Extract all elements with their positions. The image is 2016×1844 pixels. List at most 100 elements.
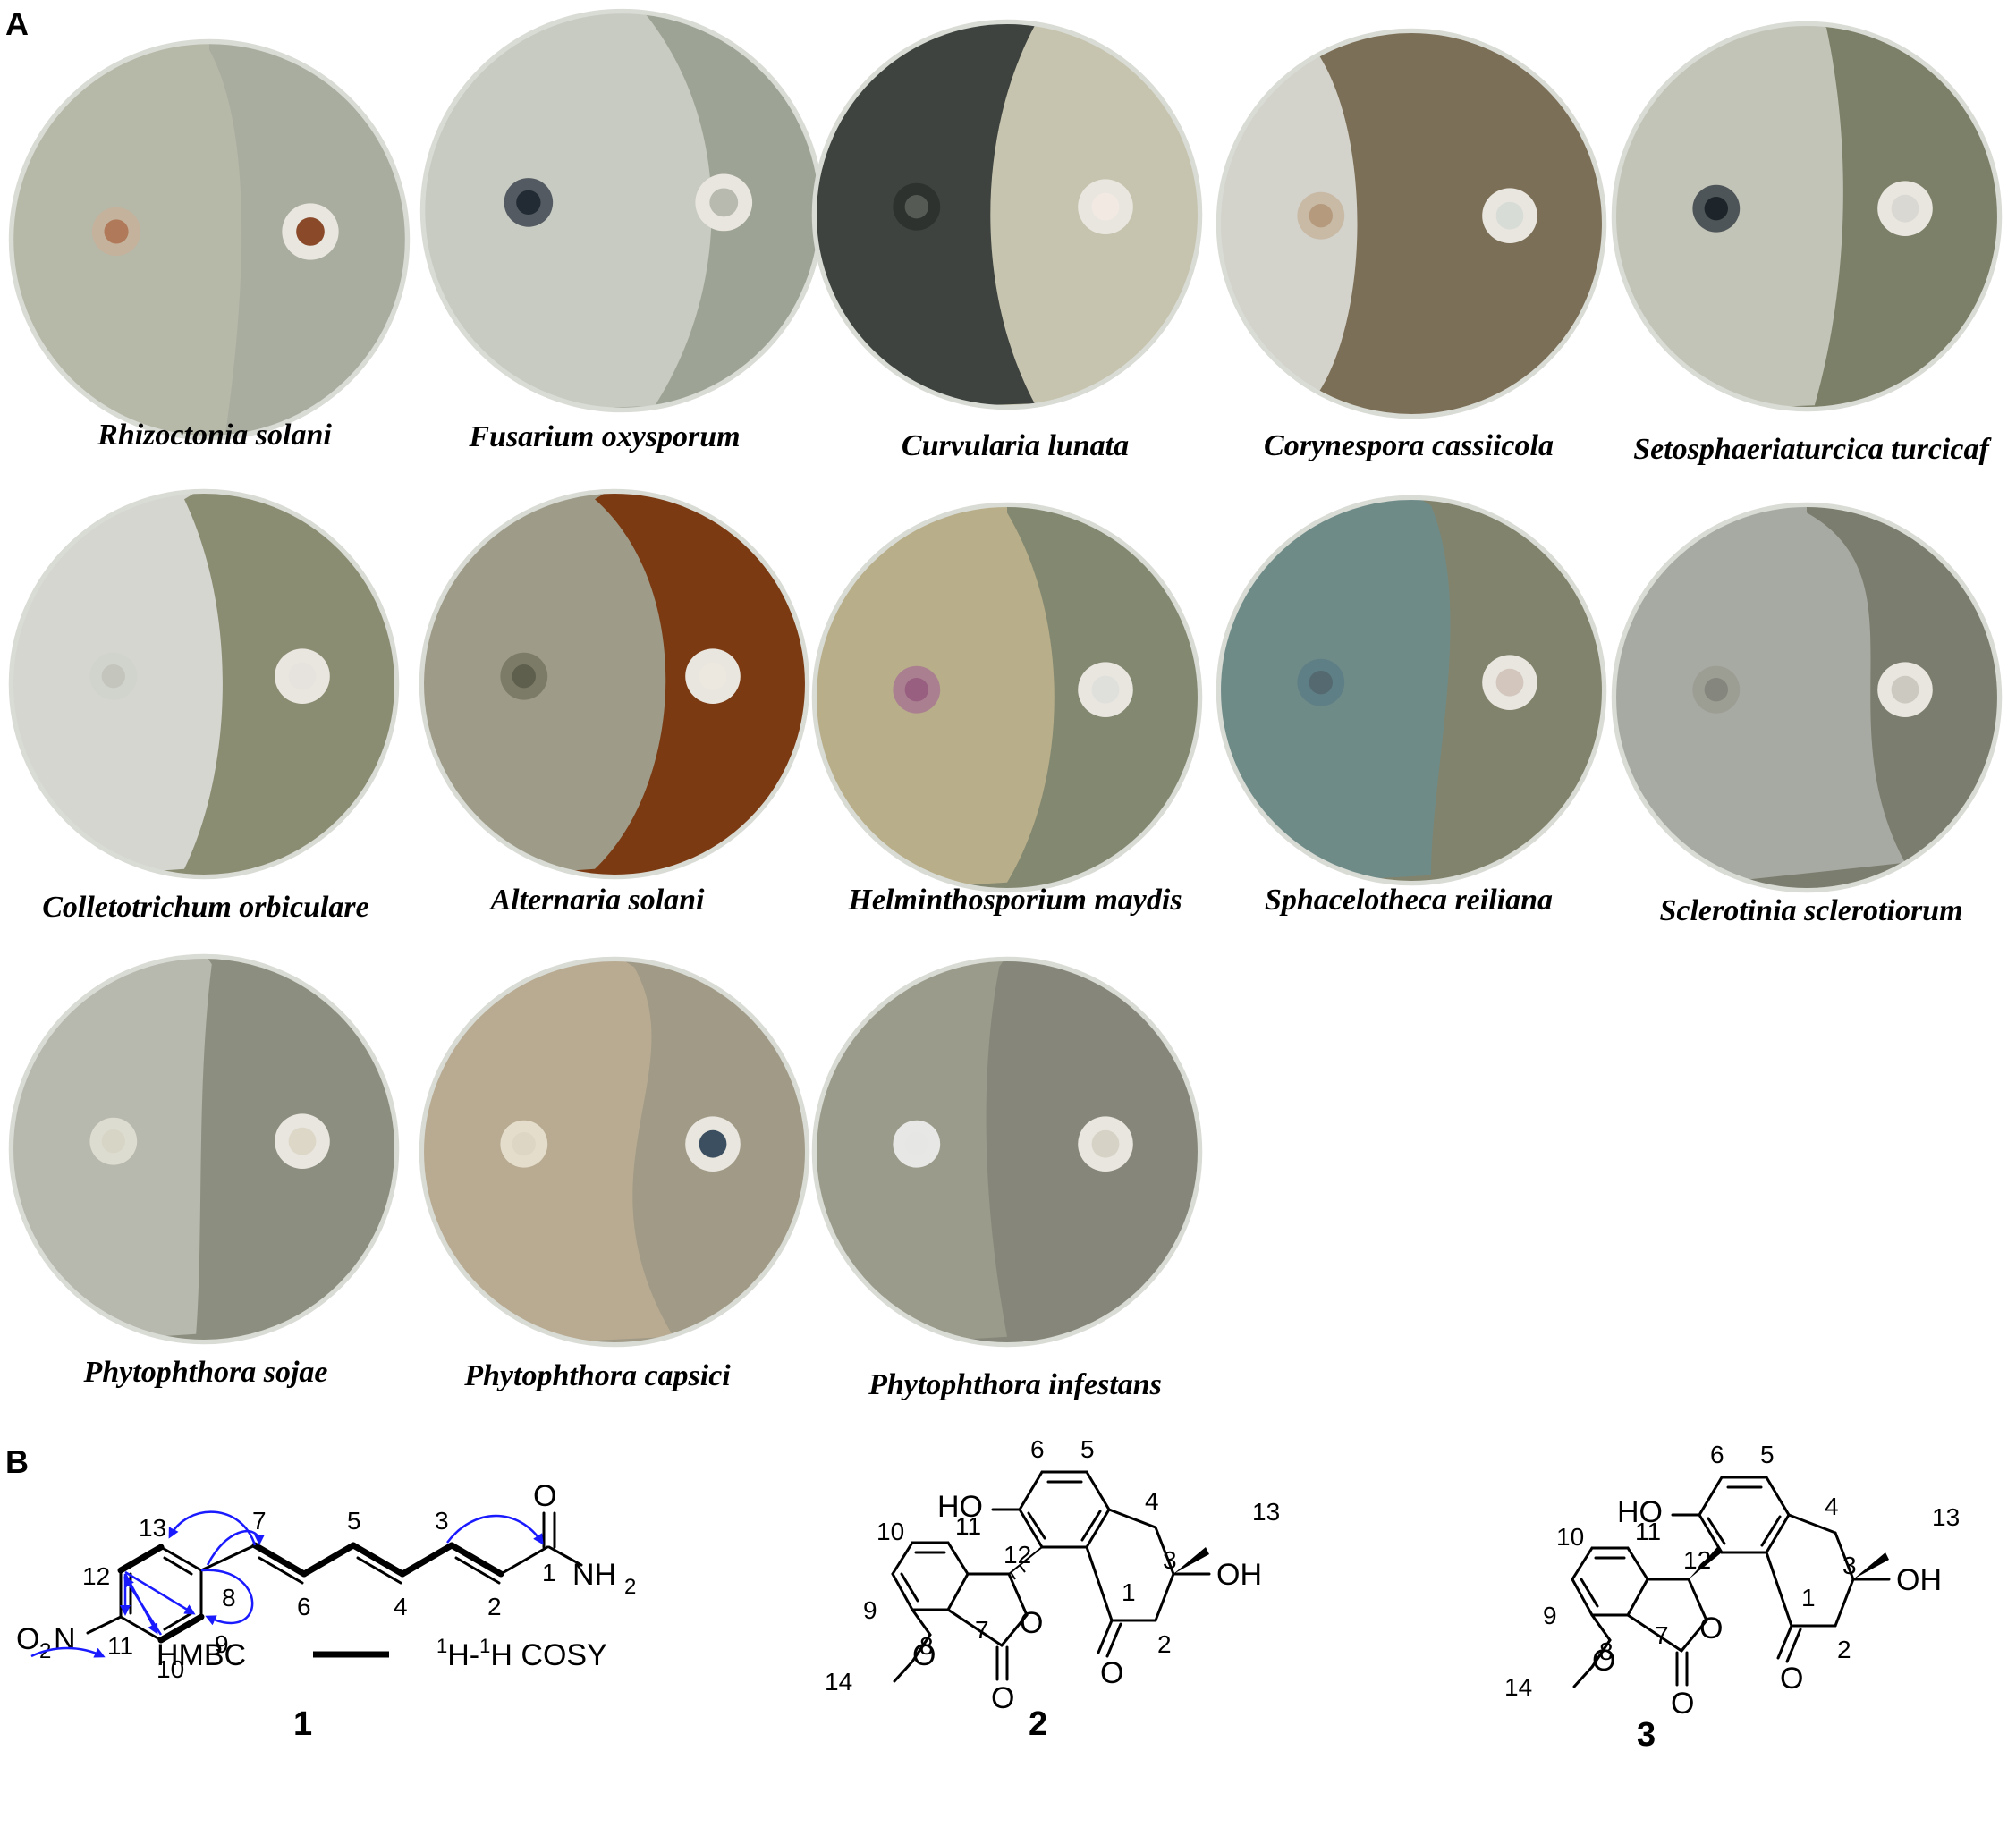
c3-label-5: 5: [1760, 1441, 1775, 1468]
c2-ring-oxygen: O: [1020, 1606, 1043, 1640]
plate-fusarium-oxysporum: [419, 7, 826, 414]
c3-label-12: 12: [1683, 1546, 1711, 1574]
c2-label-8: 8: [919, 1632, 934, 1660]
c3-label-3: 3: [1842, 1552, 1857, 1579]
c3-label-11: 11: [1635, 1518, 1661, 1545]
petri-dish-graphic: [1611, 502, 2003, 893]
c3-label-9: 9: [1543, 1602, 1557, 1629]
petri-dish-graphic: [419, 8, 825, 413]
legend: HMBC 1H-1H COSY 1: [30, 1635, 607, 1743]
c2-methoxy-oxygen: O: [912, 1638, 936, 1672]
plate-phytophthora-sojae: [7, 952, 401, 1346]
caption-corynespora-cassiicola: Corynespora cassiicola: [1264, 429, 1554, 462]
caption-fusarium-oxysporum: Fusarium oxysporum: [469, 420, 741, 453]
caption-sclerotinia-sclerotiorum: Sclerotinia sclerotiorum: [1659, 894, 1963, 927]
c2-label-4: 4: [1145, 1487, 1159, 1515]
petri-dish-graphic: [1611, 21, 2003, 412]
compound-3: 6 5 4 13 3 11 10 12 1 9 2 7 8 14 HO OH O…: [1504, 1441, 1960, 1754]
caption-sphacelotheca-reiliana: Sphacelotheca reiliana: [1264, 884, 1554, 917]
c1-label-8: 8: [222, 1584, 236, 1611]
petri-dish-graphic: [811, 502, 1203, 893]
petri-dish-graphic: [8, 953, 400, 1345]
c1-label-4: 4: [394, 1593, 408, 1620]
c3-label-8: 8: [1599, 1637, 1614, 1665]
c3-ketone-oxygen: O: [1780, 1662, 1803, 1696]
c2-label-1: 1: [1122, 1578, 1136, 1606]
panel-b-structures: 13 12 8 11 10 9 7 6 5 4 3 2 1 O NH 2 O 2…: [16, 1435, 1960, 1754]
compound-1-number: 1: [293, 1705, 312, 1743]
petri-dish-graphic: [811, 19, 1203, 410]
caption-helminthosporium-maydis: Helminthosporium maydis: [848, 884, 1182, 917]
c1-label-1: 1: [542, 1559, 556, 1586]
hmbc-arrows: [120, 1510, 544, 1636]
c3-lactone-oxygen: O: [1671, 1687, 1694, 1721]
plate-phytophthora-infestans: [810, 955, 1204, 1349]
caption-colletotrichum-orbiculare: Colletotrichum orbiculare: [42, 891, 369, 924]
c3-hydroxyl-ho: HO: [1617, 1495, 1663, 1529]
caption-setosphaeria-turcica: Setosphaeriaturcica turcicaf: [1633, 433, 1989, 466]
petri-dish-graphic: [419, 956, 810, 1348]
petri-dish-graphic: [8, 488, 400, 880]
hmbc-legend-arrow: [30, 1646, 106, 1658]
plate-sclerotinia-sclerotiorum: [1610, 501, 2003, 894]
compound-2: 6 5 4 13 3 11 10 12 1 9 2 7 8 14 HO OH O…: [825, 1435, 1280, 1743]
plate-rhizoctonia-solani: [7, 38, 411, 442]
panel-b-label: B: [5, 1443, 29, 1480]
plate-alternaria-solani: [418, 487, 811, 881]
panel-a-label: A: [5, 5, 29, 42]
c3-ring-oxygen: O: [1699, 1611, 1723, 1645]
c3-methoxy-oxygen: O: [1592, 1644, 1615, 1678]
plate-corynespora-cassiicola: [1215, 27, 1608, 420]
petri-dish-graphic: [419, 488, 810, 880]
c2-label-11: 11: [955, 1512, 981, 1540]
c1-label-5: 5: [347, 1507, 361, 1535]
c1-label-11: 11: [107, 1632, 133, 1660]
plate-setosphaeria-turcica: [1610, 20, 2003, 413]
c1-nitro-o: O: [16, 1622, 39, 1656]
caption-phytophthora-infestans: Phytophthora infestans: [868, 1368, 1162, 1401]
c1-amide-nh: NH: [572, 1558, 616, 1592]
c2-hydroxyl-oh: OH: [1216, 1558, 1262, 1592]
c3-label-14: 14: [1504, 1673, 1532, 1701]
c2-label-7: 7: [975, 1616, 989, 1644]
c1-amide-sub: 2: [624, 1575, 636, 1599]
plate-sphacelotheca-reiliana: [1215, 494, 1608, 887]
c3-hydroxyl-oh: OH: [1896, 1563, 1942, 1597]
legend-hmbc: HMBC: [157, 1638, 246, 1672]
c1-label-7: 7: [252, 1507, 267, 1535]
caption-phytophthora-capsici: Phytophthora capsici: [464, 1359, 731, 1392]
c3-label-13: 13: [1932, 1503, 1960, 1531]
caption-rhizoctonia-solani: Rhizoctonia solani: [97, 419, 332, 452]
compound-2-number: 2: [1029, 1705, 1047, 1743]
caption-phytophthora-sojae: Phytophthora sojae: [83, 1356, 328, 1389]
petri-dish-graphic: [1216, 28, 1607, 419]
c2-label-3: 3: [1163, 1546, 1177, 1574]
c1-label-9: 9: [215, 1630, 229, 1658]
c2-label-6: 6: [1030, 1435, 1045, 1463]
c2-label-2: 2: [1157, 1630, 1172, 1658]
c1-label-6: 6: [297, 1593, 311, 1620]
compound-1-labels: 13 12 8 11 10 9 7 6 5 4 3 2 1 O NH 2 O 2…: [16, 1479, 636, 1683]
c2-label-10: 10: [877, 1518, 904, 1545]
c2-label-14: 14: [825, 1668, 852, 1696]
legend-cosy: 1H-1H COSY: [436, 1635, 607, 1672]
caption-curvularia-lunata: Curvularia lunata: [901, 429, 1130, 462]
petri-dish-graphic: [8, 38, 411, 441]
petri-dish-graphic: [811, 956, 1203, 1348]
c1-label-13: 13: [139, 1514, 166, 1542]
c2-hydroxyl-ho: HO: [937, 1490, 983, 1524]
c2-label-12: 12: [1004, 1541, 1031, 1569]
c3-label-10: 10: [1556, 1523, 1584, 1551]
c3-label-4: 4: [1825, 1493, 1839, 1520]
plate-phytophthora-capsici: [418, 955, 811, 1349]
plate-helminthosporium-maydis: [810, 501, 1204, 894]
compound-1: [86, 1511, 583, 1644]
c2-lactone-oxygen: O: [991, 1681, 1014, 1715]
c2-ketone-oxygen: O: [1100, 1656, 1123, 1690]
c1-label-2: 2: [487, 1593, 502, 1620]
c2-label-9: 9: [863, 1596, 877, 1624]
c1-carbonyl-oxygen: O: [533, 1479, 556, 1513]
c1-label-3: 3: [435, 1507, 449, 1535]
c1-nitro-n: N: [54, 1622, 76, 1656]
c2-label-5: 5: [1080, 1435, 1095, 1463]
